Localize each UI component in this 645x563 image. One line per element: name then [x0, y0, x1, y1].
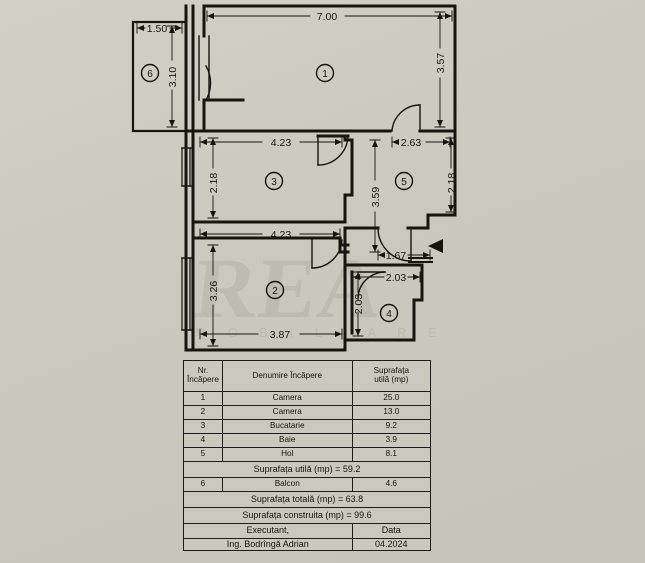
row-area: 9.2: [351, 419, 432, 434]
room-number-2: 2: [272, 286, 278, 297]
window-room3: [181, 147, 194, 187]
dim-2-03-v: 2.03: [353, 294, 365, 315]
table-row: 3 Bucatarie 9.2: [183, 419, 432, 434]
room-number-5: 5: [401, 177, 407, 188]
floor-plan-drawing: 1 2 3 4 5 6 7.00 3.57 1.50 3.10 4.23 2.1…: [131, 4, 458, 352]
dim-4-23-top: 4.23: [271, 137, 292, 149]
header-nr: Nr. Încăpere: [183, 360, 223, 392]
balcony-outline: [131, 20, 192, 133]
balcony-row: 6 Balcon 4.6: [183, 477, 432, 492]
data-value: 04.2024: [351, 538, 432, 551]
row-name: Baie: [221, 433, 353, 448]
header-area-line2: utilă (mp): [374, 375, 409, 384]
door-room3: [317, 135, 349, 166]
balcony-nr: 6: [183, 477, 223, 492]
total-construita-row: Suprafața construita (mp) = 99.6: [183, 507, 431, 524]
entrance-arrow-icon: [428, 239, 443, 253]
room-number-6: 6: [147, 69, 153, 80]
row-name: Camera: [221, 391, 353, 406]
subtotal-utila: Suprafața utilă (mp) = 59.2: [183, 461, 431, 478]
row-area: 25.0: [351, 391, 432, 406]
table-header-row: Nr. Încăpere Denumire Încăpere Suprafața…: [183, 360, 432, 392]
subtotal-utila-row: Suprafața utilă (mp) = 59.2: [183, 461, 431, 478]
row-area: 3.9: [351, 433, 432, 448]
row-nr: 1: [183, 391, 223, 406]
row-nr: 2: [183, 405, 223, 420]
dim-3-10: 3.10: [167, 67, 179, 88]
balcony-name: Balcon: [221, 477, 353, 492]
header-nr-line1: Nr.: [197, 366, 209, 376]
dim-3-87: 3.87: [270, 329, 291, 341]
dim-3-26: 3.26: [208, 281, 220, 302]
door-room2: [311, 237, 343, 269]
header-nr-line2: Încăpere: [187, 375, 219, 384]
table-row: 1 Camera 25.0: [183, 391, 432, 406]
row-nr: 3: [183, 419, 223, 434]
signature-value-row: Ing. Bodrîngă Adrian 04.2024: [183, 538, 432, 551]
executant-header: Executant,: [183, 523, 353, 539]
header-name: Denumire Încăpere: [221, 360, 353, 392]
dim-3-59: 3.59: [370, 187, 382, 208]
exterior-walls: [184, 4, 457, 352]
table-row: 4 Baie 3.9: [183, 433, 432, 448]
dim-2-18-right: 2.18: [446, 173, 458, 194]
signature-header-row: Executant, Data: [183, 523, 432, 539]
window-room2: [181, 257, 194, 331]
room-number-1: 1: [322, 69, 328, 80]
room-number-labels: 1 2 3 4 5 6: [147, 69, 407, 320]
table-row: 5 Hol 8.1: [183, 447, 432, 462]
dim-1-67: 1.67: [386, 250, 407, 262]
room4-walls: [343, 263, 424, 342]
row-name: Hol: [221, 447, 353, 462]
room4-jamb: [408, 257, 433, 263]
hol-walls: [343, 129, 457, 254]
total-totala-row: Suprafața totală (mp) = 63.8: [183, 491, 431, 508]
row-name: Camera: [221, 405, 353, 420]
row-name: Bucatarie: [221, 419, 353, 434]
wall-stub: [338, 243, 350, 254]
row-nr: 5: [183, 447, 223, 462]
room-schedule-table: Nr. Încăpere Denumire Încăpere Suprafața…: [183, 360, 432, 551]
dim-2-63: 2.63: [401, 137, 422, 149]
row-nr: 4: [183, 433, 223, 448]
executant-name: Ing. Bodrîngă Adrian: [183, 538, 353, 551]
dim-2-03-h: 2.03: [386, 272, 407, 284]
total-construita: Suprafața construita (mp) = 99.6: [183, 507, 431, 524]
balcony-area: 4.6: [351, 477, 432, 492]
dimension-labels: 7.00 3.57 1.50 3.10 4.23 2.18 2.63 2.18 …: [147, 11, 458, 341]
balcony-door: [198, 35, 245, 102]
door-hol-baie: [377, 227, 412, 262]
dim-3-57: 3.57: [435, 53, 447, 74]
total-totala: Suprafața totală (mp) = 63.8: [183, 491, 431, 508]
data-header: Data: [351, 523, 432, 539]
row-area: 8.1: [351, 447, 432, 462]
room-number-bubbles: [140, 63, 414, 323]
room-number-3: 3: [271, 177, 277, 188]
dimension-arrowheads: [137, 12, 454, 346]
header-area-line1: Suprafața: [373, 366, 410, 376]
header-area: Suprafața utilă (mp): [351, 360, 432, 392]
dim-1-50: 1.50: [147, 23, 168, 35]
dim-7-00: 7.00: [317, 11, 338, 23]
dim-4-23-bottom: 4.23: [271, 229, 292, 241]
table-row: 2 Camera 13.0: [183, 405, 432, 420]
row-area: 13.0: [351, 405, 432, 420]
room-number-4: 4: [386, 309, 392, 320]
door-room1-hol: [391, 104, 421, 132]
dim-2-18-left: 2.18: [208, 173, 220, 194]
wall-segments: [184, 4, 206, 133]
